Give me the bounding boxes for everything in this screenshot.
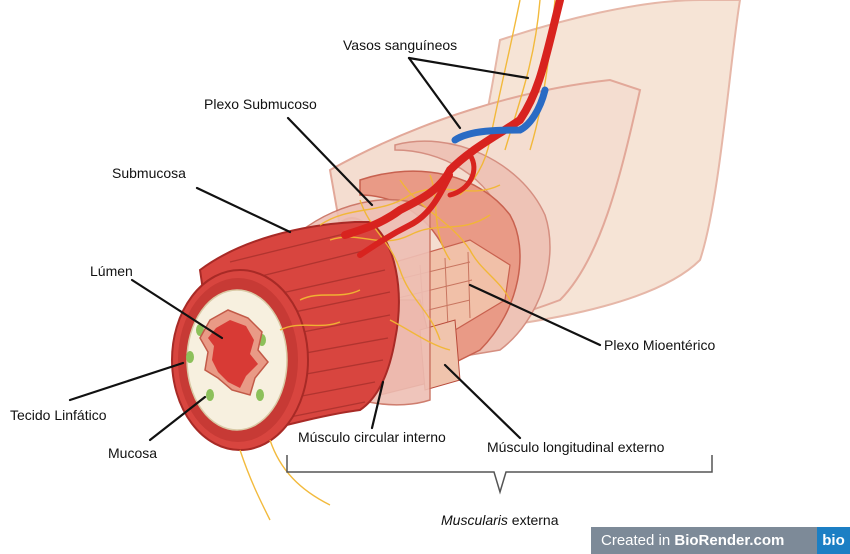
label-mucosa: Mucosa — [108, 445, 157, 461]
label-tecido-linfatico: Tecido Linfático — [10, 407, 107, 423]
label-muscularis-externa: Muscularis externa — [441, 512, 559, 528]
biorender-watermark[interactable]: Created in BioRender.com bio — [591, 527, 850, 554]
biorender-logo-icon: bio — [817, 527, 850, 554]
lymph-nodule — [206, 389, 214, 401]
lymph-nodule — [256, 389, 264, 401]
lymph-nodule — [186, 351, 194, 363]
label-plexo-mioenterico: Plexo Mioentérico — [604, 337, 715, 353]
label-lumen: Lúmen — [90, 263, 133, 279]
muscularis-bracket — [287, 455, 712, 492]
label-plexo-submucoso: Plexo Submucoso — [204, 96, 317, 112]
watermark-text: Created in BioRender.com — [591, 532, 784, 549]
label-musculo-circular-interno: Músculo circular interno — [298, 429, 446, 445]
label-vasos-sanguineos: Vasos sanguíneos — [343, 37, 457, 53]
label-submucosa: Submucosa — [112, 165, 186, 181]
label-musculo-longitudinal-externo: Músculo longitudinal externo — [487, 439, 665, 455]
cross-section-face — [172, 270, 308, 450]
